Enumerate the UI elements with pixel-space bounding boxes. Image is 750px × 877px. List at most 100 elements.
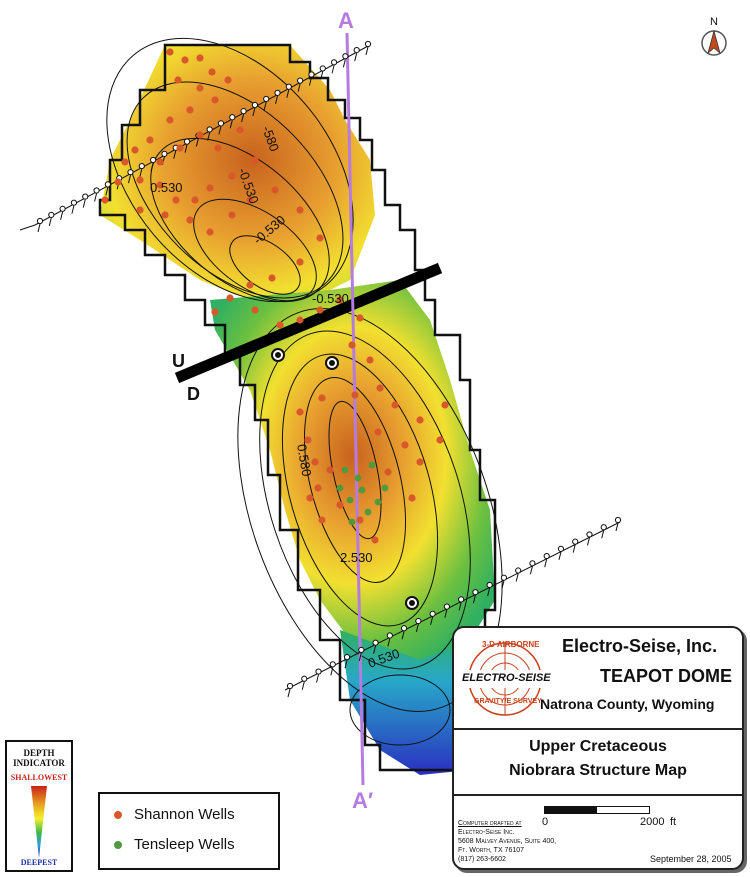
- shannon-well-icon: [296, 316, 304, 324]
- north-label: N: [710, 16, 718, 28]
- contour-label: 0.580: [294, 443, 314, 478]
- shannon-well-icon: [136, 176, 144, 184]
- shannon-well-icon: [271, 186, 279, 194]
- survey-station-icon: [372, 639, 379, 646]
- cross-section-line: [345, 32, 365, 786]
- shannon-well-icon: [176, 144, 184, 152]
- scale-unit-label: ft: [670, 816, 677, 828]
- survey-station-icon: [364, 40, 372, 48]
- tensleep-well-icon: [368, 461, 376, 469]
- survey-station-icon: [342, 53, 349, 60]
- tensleep-well-icon: [358, 486, 366, 494]
- shannon-well-icon: [172, 196, 180, 204]
- survey-station-icon: [93, 187, 100, 194]
- survey-station-icon: [600, 524, 607, 531]
- title-divider-2: [454, 794, 742, 796]
- shannon-well-icon: [356, 314, 364, 322]
- shannon-well-icon: [246, 281, 254, 289]
- shannon-well-icon: [246, 196, 254, 204]
- shannon-well-icon: [226, 294, 234, 302]
- shannon-well-icon: [251, 156, 259, 164]
- survey-station-icon: [150, 156, 157, 164]
- legend-swatch-tensleep: [114, 841, 122, 849]
- survey-station-icon: [400, 625, 408, 632]
- shannon-well-icon: [208, 68, 216, 76]
- shannon-well-icon: [206, 228, 214, 236]
- logo-text-main: ELECTRO-SEISE: [462, 672, 551, 684]
- shannon-well-icon: [211, 96, 219, 104]
- survey-station-icon: [240, 108, 247, 115]
- survey-station-icon: [301, 675, 308, 682]
- shannon-well-icon: [228, 172, 236, 180]
- legend-label-shannon: Shannon Wells: [134, 806, 235, 823]
- shannon-well-icon: [316, 234, 324, 242]
- shannon-well-icon: [416, 458, 424, 466]
- survey-station-icon: [183, 138, 191, 145]
- shannon-well-icon: [371, 536, 379, 544]
- shannon-well-icon: [306, 494, 314, 502]
- logo-text-bottom: GRAVITY/E SURVEY: [474, 698, 542, 705]
- shannon-well-icon: [276, 321, 284, 329]
- shannon-well-icon: [166, 116, 174, 124]
- shannon-well-icon: [351, 391, 359, 399]
- shannon-well-icon: [166, 48, 174, 56]
- shannon-well-icon: [416, 416, 424, 424]
- shallowest-label: SHALLOWEST: [10, 773, 68, 782]
- shannon-well-icon: [408, 494, 416, 502]
- shannon-well-icon: [181, 56, 189, 64]
- title-divider-1: [454, 728, 742, 730]
- survey-station-icon: [206, 126, 213, 133]
- shannon-well-icon: [196, 54, 204, 62]
- survey-station-icon: [572, 538, 579, 545]
- survey-station-icon: [229, 114, 236, 121]
- shannon-well-icon: [196, 131, 204, 139]
- survey-station-icon: [138, 162, 145, 170]
- shannon-well-icon: [296, 258, 304, 266]
- shannon-well-icon: [211, 308, 219, 316]
- fault-label-up: U: [172, 351, 185, 371]
- shannon-well-icon: [224, 76, 232, 84]
- electro-seise-logo-icon: [462, 642, 548, 716]
- scale-start-label: 0: [542, 816, 549, 828]
- section-label-a-prime: A′: [352, 788, 373, 813]
- survey-station-icon: [36, 217, 44, 225]
- legend-label-tensleep: Tensleep Wells: [134, 836, 235, 853]
- survey-station-icon: [330, 59, 338, 66]
- survey-station-icon: [472, 589, 479, 596]
- shannon-well-icon: [174, 76, 182, 84]
- shannon-well-icon: [441, 401, 449, 409]
- survey-line-south: [284, 521, 621, 691]
- shannon-well-icon: [206, 184, 214, 192]
- shannon-well-icon: [214, 144, 222, 152]
- shannon-well-icon: [316, 306, 324, 314]
- deepest-label: DEEPEST: [20, 858, 58, 867]
- legend-swatch-shannon: [114, 811, 122, 819]
- map-title-line2: Niobrara Structure Map: [509, 762, 687, 779]
- shannon-well-icon: [131, 146, 139, 154]
- tensleep-well-icon: [336, 484, 344, 492]
- shannon-well-icon: [384, 468, 392, 476]
- shannon-well-icon: [318, 394, 326, 402]
- logo-text-top: 3-D AIRBORNE: [482, 640, 540, 649]
- contour-lines: [106, 37, 503, 746]
- survey-station-icon: [297, 77, 304, 84]
- shannon-well-icon: [326, 466, 334, 474]
- survey-station-icon: [543, 552, 550, 560]
- survey-station-icon: [217, 120, 225, 127]
- shannon-well-icon: [136, 206, 144, 214]
- survey-station-icon: [329, 661, 336, 668]
- company-name: Electro-Seise, Inc.: [562, 636, 718, 656]
- survey-station-icon: [458, 596, 465, 603]
- survey-station-icon: [308, 71, 315, 78]
- marked-wells: [271, 348, 419, 610]
- survey-station-icon: [48, 211, 55, 218]
- drafted-line-2: Electro-Seise Inc.: [458, 829, 515, 836]
- survey-station-icon: [386, 632, 393, 639]
- tensleep-well-icon: [381, 484, 389, 492]
- survey-station-icon: [286, 682, 294, 690]
- shannon-well-icon: [318, 516, 326, 524]
- shannon-well-icon: [228, 211, 236, 219]
- survey-station-icon: [443, 603, 450, 610]
- title-block-header: 3-D AIRBORNE ELECTRO-SEISE GRAVITY/E SUR…: [454, 628, 742, 728]
- shannon-well-icon: [366, 356, 374, 364]
